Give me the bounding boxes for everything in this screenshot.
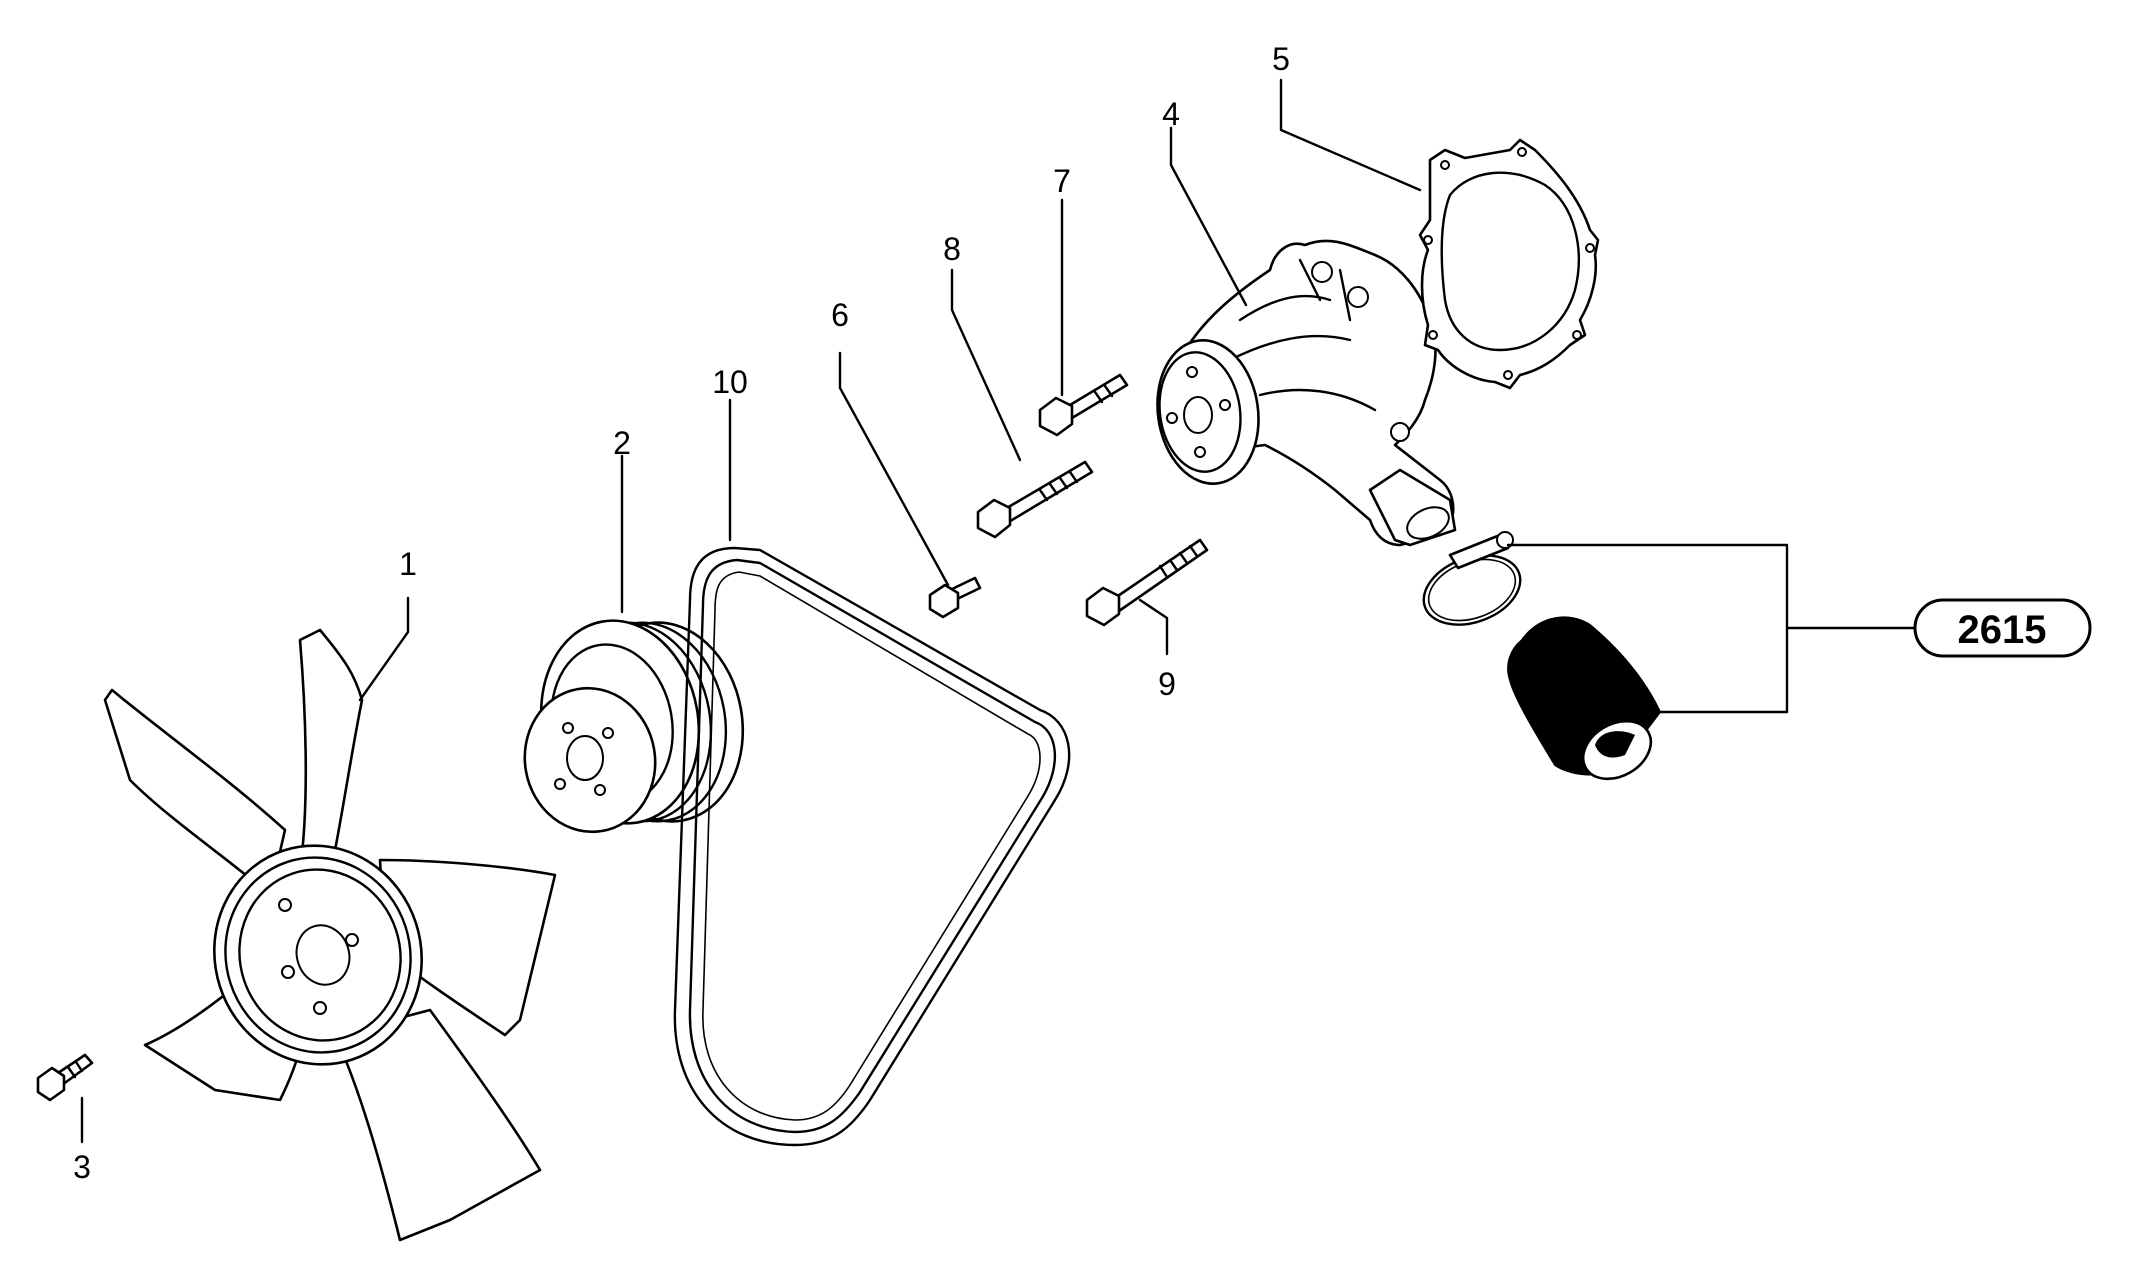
gasket-bolt-hole bbox=[1503, 370, 1513, 380]
crank-pulley[interactable] bbox=[513, 608, 758, 842]
coolant-hose[interactable] bbox=[1507, 616, 1662, 790]
callout-8: 8 bbox=[943, 231, 961, 267]
pulley-bolt-hole bbox=[602, 727, 614, 739]
gasket-bolt-hole bbox=[1572, 330, 1582, 340]
pump-body bbox=[1178, 239, 1455, 547]
callout-9: 9 bbox=[1158, 666, 1176, 702]
pump-bolt-upper[interactable] bbox=[1038, 373, 1129, 437]
bolt-head bbox=[928, 583, 960, 619]
fan-bolt[interactable] bbox=[36, 1053, 94, 1102]
fan-blade-bottom bbox=[333, 1008, 542, 1242]
reference-badge-frame bbox=[1913, 598, 2092, 658]
v-belt[interactable] bbox=[673, 546, 1071, 1147]
leader-1 bbox=[358, 596, 410, 702]
fan-bolt-thread bbox=[66, 1060, 84, 1079]
pulley-bolt-hole bbox=[562, 722, 574, 734]
gasket-outline bbox=[1418, 138, 1600, 390]
cooling-fan[interactable] bbox=[103, 628, 557, 1242]
flange-bolt-hole bbox=[1166, 412, 1178, 424]
v-belt-inner-edge-2 bbox=[702, 571, 1041, 1121]
flange-bolt-hole bbox=[1194, 446, 1206, 458]
gasket-bolt-hole bbox=[1517, 147, 1527, 157]
hose-clamp[interactable] bbox=[1414, 531, 1530, 637]
callout-10: 10 bbox=[712, 364, 748, 400]
pump-bolt-long[interactable] bbox=[1085, 538, 1209, 627]
fan-bolt-head bbox=[36, 1066, 66, 1102]
coolant-hose-end-shadow bbox=[1595, 731, 1635, 758]
callout-7: 7 bbox=[1053, 163, 1071, 199]
reference-badge[interactable]: 2615 bbox=[1913, 598, 2092, 658]
pump-bolt-boss bbox=[1390, 422, 1410, 442]
v-belt-inner-edge bbox=[688, 558, 1056, 1134]
pump-shaft bbox=[1183, 396, 1213, 434]
callout-5: 5 bbox=[1272, 41, 1290, 77]
leader-lines bbox=[80, 78, 1917, 1144]
pump-bolt-boss bbox=[1347, 286, 1369, 308]
pulley-bolt-hole bbox=[594, 784, 606, 796]
leader-9 bbox=[1138, 598, 1169, 656]
fan-bolt-hole bbox=[278, 898, 292, 912]
pump-gasket[interactable] bbox=[1418, 138, 1600, 390]
gasket-bolt-hole bbox=[1423, 235, 1433, 245]
callout-labels: 1 2 3 4 5 6 7 8 9 10 bbox=[73, 41, 1290, 1185]
fan-bolt-hole bbox=[281, 965, 295, 979]
bolt-head bbox=[976, 498, 1012, 539]
fan-bolt-hole bbox=[345, 933, 359, 947]
pump-bolt-short[interactable] bbox=[928, 576, 982, 619]
leader-6 bbox=[838, 351, 950, 587]
fan-hub-ring-inner bbox=[238, 868, 402, 1042]
callout-4: 4 bbox=[1162, 96, 1180, 132]
leader-ref-bracket bbox=[1506, 543, 1917, 714]
bolt-thread bbox=[1038, 470, 1079, 502]
bolt-shank bbox=[998, 460, 1094, 525]
bolt-head bbox=[1085, 586, 1121, 627]
bolt-thread bbox=[1158, 544, 1199, 579]
fan-bolt-hole bbox=[313, 1001, 327, 1015]
bolt-head bbox=[1038, 396, 1074, 437]
fan-blade-upper-left bbox=[103, 688, 287, 897]
flange-bolt-hole bbox=[1219, 399, 1231, 411]
pulley-bore bbox=[566, 735, 604, 781]
reference-badge-label: 2615 bbox=[1958, 608, 2047, 652]
pulley-bolt-hole bbox=[554, 778, 566, 790]
bolt-shank bbox=[1063, 373, 1129, 420]
leader-8 bbox=[950, 268, 1022, 462]
v-belt-outer-edge bbox=[673, 546, 1071, 1147]
callout-1: 1 bbox=[399, 546, 417, 582]
fan-blade-top bbox=[298, 628, 364, 877]
gasket-opening bbox=[1440, 171, 1580, 352]
gasket-bolt-hole bbox=[1428, 330, 1438, 340]
bolt-thread bbox=[1093, 384, 1114, 404]
callout-3: 3 bbox=[73, 1149, 91, 1185]
pump-bolt-boss bbox=[1311, 261, 1333, 283]
fan-hub-ring bbox=[224, 856, 412, 1054]
water-pump[interactable] bbox=[1148, 239, 1457, 547]
pump-outlet-bore bbox=[1406, 506, 1450, 540]
flange-bolt-hole bbox=[1186, 366, 1198, 378]
fan-hub-bore bbox=[295, 924, 351, 986]
callout-6: 6 bbox=[831, 297, 849, 333]
callout-2: 2 bbox=[613, 425, 631, 461]
leader-4 bbox=[1169, 126, 1248, 307]
pump-bolt-medium[interactable] bbox=[976, 460, 1094, 539]
leader-5 bbox=[1279, 78, 1422, 192]
pump-body-detail bbox=[1228, 258, 1377, 412]
gasket-bolt-hole bbox=[1585, 243, 1595, 253]
pump-flange-face bbox=[1158, 351, 1242, 473]
gasket-bolt-hole bbox=[1440, 160, 1450, 170]
